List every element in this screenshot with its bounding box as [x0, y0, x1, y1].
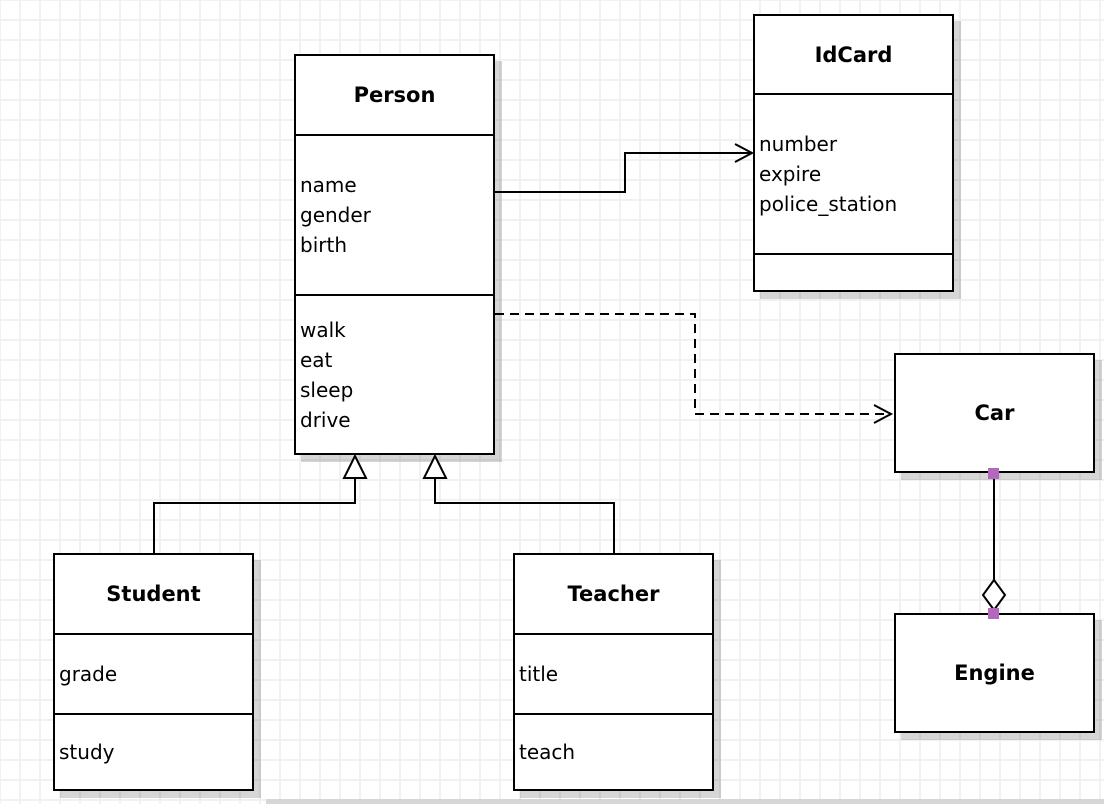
member-label: expire — [759, 162, 822, 186]
class-title: Person — [353, 83, 436, 107]
open-arrowhead-icon — [734, 143, 755, 163]
class-box-student[interactable]: Student grade study — [53, 553, 254, 791]
class-attributes: grade — [55, 633, 252, 713]
class-methods — [755, 253, 952, 290]
class-attributes: name gender birth — [296, 134, 493, 294]
member-label: title — [519, 662, 559, 686]
member-label: sleep — [300, 377, 354, 402]
class-title: IdCard — [814, 42, 893, 67]
connector-association-person-idcard[interactable] — [495, 143, 755, 193]
member-label: grade — [59, 662, 118, 686]
connector-generalization-student-person[interactable] — [153, 453, 368, 553]
class-title: Teacher — [567, 582, 660, 606]
member-label: birth — [300, 233, 347, 257]
member-label: walk — [300, 317, 346, 342]
canvas-bottom-edge — [266, 799, 1104, 804]
class-methods: walk eat sleep drive — [296, 294, 493, 453]
class-title: Engine — [954, 661, 1035, 685]
member-label: eat — [300, 347, 333, 372]
class-box-person[interactable]: Person name gender birth walk eat sleep drive — [294, 54, 495, 455]
connector-dependency-person-car[interactable] — [495, 313, 894, 424]
hollow-diamond-icon — [981, 578, 1007, 612]
class-methods: study — [55, 713, 252, 789]
member-label: study — [59, 740, 115, 764]
member-label: number — [759, 132, 838, 156]
member-label: gender — [300, 203, 371, 227]
class-box-idcard[interactable]: IdCard number expire police_station — [753, 14, 954, 292]
class-title: Student — [106, 582, 201, 606]
hollow-triangle-icon — [422, 453, 448, 479]
class-box-engine[interactable]: Engine — [894, 613, 1095, 733]
class-title: Car — [974, 401, 1015, 425]
class-methods: teach — [515, 713, 712, 789]
class-attributes: title — [515, 633, 712, 713]
class-box-teacher[interactable]: Teacher title teach — [513, 553, 714, 791]
hollow-triangle-icon — [342, 453, 368, 479]
member-label: teach — [519, 740, 576, 764]
member-label: drive — [300, 407, 351, 432]
class-box-car[interactable]: Car — [894, 353, 1095, 473]
open-arrowhead-icon — [873, 404, 894, 424]
connector-aggregation-car-engine[interactable] — [981, 468, 1007, 619]
class-attributes: number expire police_station — [755, 93, 952, 253]
connector-generalization-teacher-person[interactable] — [422, 453, 615, 553]
member-label: police_station — [759, 192, 898, 216]
member-label: name — [300, 173, 357, 197]
